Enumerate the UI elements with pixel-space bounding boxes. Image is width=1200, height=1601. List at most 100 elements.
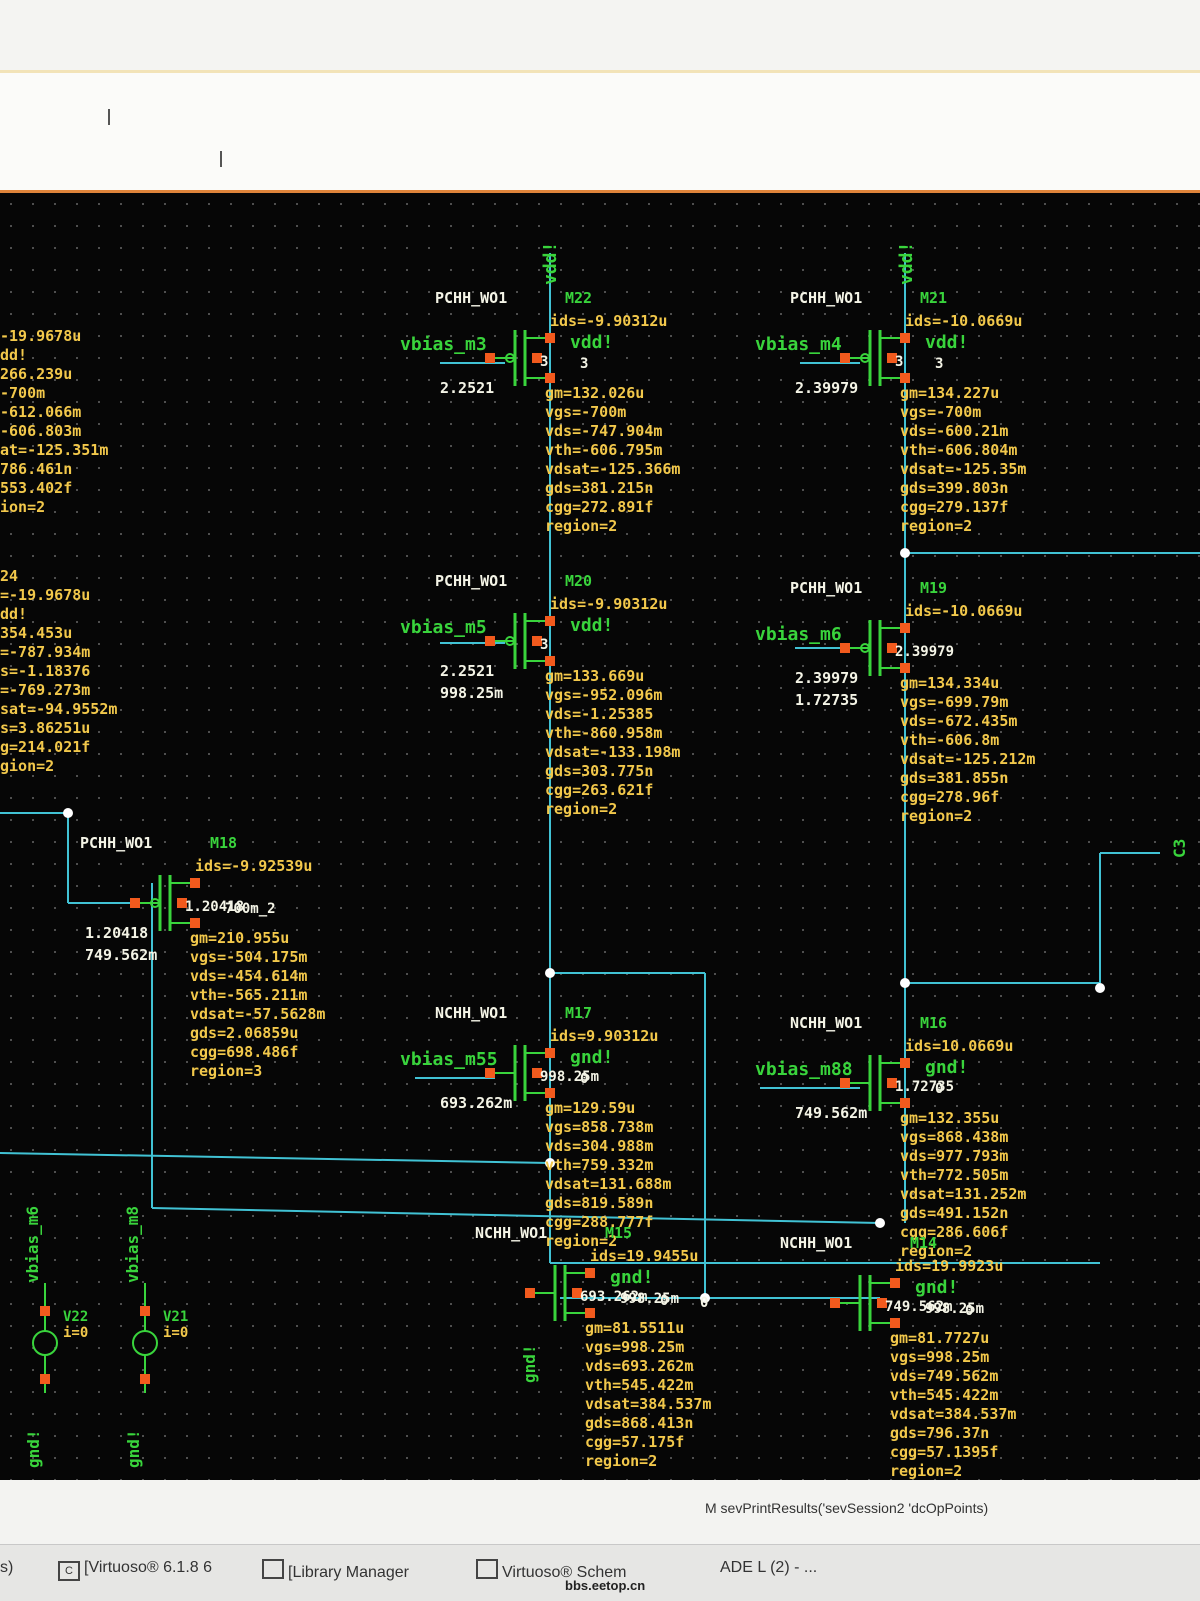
window-toolbar: ▼ — [0, 70, 1200, 243]
device-param: vth=-860.958m — [545, 724, 662, 742]
pin-terminal — [890, 1278, 900, 1288]
device-pin-voltage: 1.20418 — [185, 899, 244, 915]
device-param: vds=304.988m — [545, 1137, 653, 1155]
device-param: vth=759.332m — [545, 1156, 653, 1174]
pin-terminal — [545, 1048, 555, 1058]
pin-terminal — [532, 353, 542, 363]
device-param: region=2 — [545, 800, 617, 818]
edge-param: s=3.86251u — [0, 719, 90, 737]
device-param: vds=-1.25385 — [545, 705, 653, 723]
junction-dot — [900, 548, 910, 558]
vdd-label: vdd! — [540, 242, 561, 285]
device-rail: gnd! — [915, 1277, 958, 1298]
pin-terminal — [572, 1288, 582, 1298]
device-rail: vdd! — [925, 332, 968, 353]
source-ground: gnd! — [24, 1429, 43, 1468]
pin-terminal — [900, 663, 910, 673]
device-param: vds=977.793m — [900, 1147, 1008, 1165]
taskbar-item-library-manager[interactable]: [Library Manager — [262, 1559, 409, 1582]
edge-param: -606.803m — [0, 422, 81, 440]
pin-terminal — [525, 1288, 535, 1298]
device-param: gm=133.669u — [545, 667, 644, 685]
device-param: cgg=286.606f — [900, 1223, 1008, 1241]
edge-param: =-787.934m — [0, 643, 90, 661]
wire — [151, 1207, 881, 1224]
pin-terminal — [877, 1298, 887, 1308]
device-param: cgg=288.777f — [545, 1213, 653, 1231]
device-param: gds=868.413n — [585, 1414, 693, 1432]
device-pin-voltage: 3 — [540, 637, 548, 653]
edge-param: 266.239u — [0, 365, 72, 383]
watermark: bbs.eetop.cn — [565, 1578, 646, 1593]
device-gate-net: vbias_m88 — [755, 1059, 853, 1080]
taskbar-item-ade[interactable]: ADE L (2) - ... — [720, 1559, 818, 1576]
junction-dot — [700, 1293, 710, 1303]
device-ids: ids=-9.90312u — [550, 312, 667, 330]
device-param: region=2 — [545, 1232, 617, 1250]
pin-terminal — [40, 1374, 50, 1384]
junction-dot — [875, 1218, 885, 1228]
pin-terminal — [140, 1374, 150, 1384]
source-current: i=0 — [63, 1325, 88, 1341]
device-rail: gnd! — [610, 1267, 653, 1288]
device-model: NCHH_WO1 — [475, 1224, 547, 1242]
device-param: region=3 — [190, 1062, 262, 1080]
device-param: vdsat=-125.212m — [900, 750, 1035, 768]
edge-param: -700m — [0, 384, 45, 402]
device-param: gds=381.855n — [900, 769, 1008, 787]
device-pin-voltage: 0 — [660, 1293, 668, 1309]
device-param: vgs=-952.096m — [545, 686, 662, 704]
device-pin-voltage: 998.25m — [540, 1069, 599, 1085]
pin-terminal — [900, 1098, 910, 1108]
device-param: vgs=998.25m — [890, 1348, 989, 1366]
transistor-bubble — [860, 643, 870, 653]
device-model: PCHH_WO1 — [790, 289, 862, 307]
device-param: gds=303.775n — [545, 762, 653, 780]
device-param: vds=-747.904m — [545, 422, 662, 440]
device-model: PCHH_WO1 — [80, 834, 152, 852]
device-node-voltage: 749.562m — [85, 946, 157, 964]
device-pin-voltage: 700m_2 — [225, 901, 276, 917]
device-param: gm=134.227u — [900, 384, 999, 402]
device-param: cgg=279.137f — [900, 498, 1008, 516]
device-ids: ids=10.0669u — [905, 1037, 1013, 1055]
device-model: PCHH_WO1 — [435, 572, 507, 590]
pin-terminal — [890, 1318, 900, 1328]
device-node-voltage: 749.562m — [795, 1104, 867, 1122]
device-param: vdsat=-133.198m — [545, 743, 680, 761]
pin-terminal — [190, 878, 200, 888]
device-name: M17 — [565, 1004, 592, 1022]
taskbar-item-schematic[interactable]: Virtuoso® Schem — [476, 1559, 626, 1582]
device-param: gm=81.5511u — [585, 1319, 684, 1337]
device-pin-voltage: 0 — [580, 1071, 588, 1087]
pin-terminal — [900, 333, 910, 343]
device-gate-net: vbias_m55 — [400, 1049, 498, 1070]
device-param: vds=-600.21m — [900, 422, 1008, 440]
device-pin-voltage: 2.39979 — [895, 644, 954, 660]
source-name: V22 — [63, 1309, 88, 1325]
taskbar-item-virtuoso[interactable]: C[Virtuoso® 6.1.8 6 — [58, 1559, 212, 1581]
pin-terminal — [545, 333, 555, 343]
device-name: M22 — [565, 289, 592, 307]
pin-terminal — [840, 1078, 850, 1088]
device-param: vth=545.422m — [890, 1386, 998, 1404]
device-model: NCHH_WO1 — [790, 1014, 862, 1032]
transistor-bubble — [150, 898, 160, 908]
device-node-voltage: 2.2521 — [440, 662, 494, 680]
device-param: cgg=57.1395f — [890, 1443, 998, 1461]
command-text: M sevPrintResults('sevSession2 'dcOpPoin… — [705, 1500, 989, 1516]
pin-terminal — [545, 616, 555, 626]
device-pin-voltage: 3 — [895, 354, 903, 370]
device-param: vds=749.562m — [890, 1367, 998, 1385]
device-param: cgg=272.891f — [545, 498, 653, 516]
device-param: gds=399.803n — [900, 479, 1008, 497]
device-pin-voltage: 3 — [540, 354, 548, 370]
device-param: vds=693.262m — [585, 1357, 693, 1375]
edge-param: 786.461n — [0, 460, 72, 478]
pin-terminal — [887, 1078, 897, 1088]
source-net: vbias_m6 — [23, 1206, 42, 1283]
taskbar-item[interactable]: s) — [0, 1559, 14, 1576]
command-line[interactable]: M sevPrintResults('sevSession2 'dcOpPoin… — [0, 1480, 1200, 1544]
device-param: region=2 — [890, 1462, 962, 1480]
